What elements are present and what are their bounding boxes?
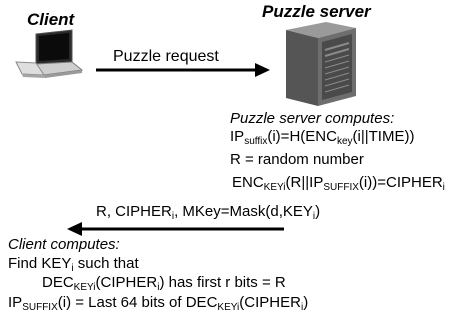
- server-line-3: ENCKEYi(R||IPSUFFIX(i))=CIPHERi: [232, 174, 445, 193]
- server-label: Puzzle server: [262, 2, 371, 21]
- client-line-3: IPSUFFIX(i) = Last 64 bits of DECKEYi(CI…: [8, 294, 309, 313]
- reply-label: R, CIPHERi, MKey=Mask(d,KEYi): [96, 203, 321, 222]
- server-computes-heading: Puzzle server computes:: [230, 110, 395, 127]
- reply-arrow: [67, 222, 284, 236]
- client-label: Client: [27, 10, 75, 29]
- server-line-2: R = random number: [230, 151, 364, 168]
- laptop-icon: [15, 29, 84, 78]
- client-computes-heading: Client computes:: [8, 236, 120, 253]
- request-arrow: [96, 63, 270, 77]
- server-line-1: IPsuffix(i)=H(ENCkey(i||TIME)): [230, 128, 415, 147]
- server-icon: [286, 22, 356, 106]
- request-label: Puzzle request: [113, 48, 219, 65]
- client-line-2: DECKEYi(CIPHERi) has first r bits = R: [42, 274, 286, 293]
- client-line-1: Find KEYi such that: [8, 255, 139, 274]
